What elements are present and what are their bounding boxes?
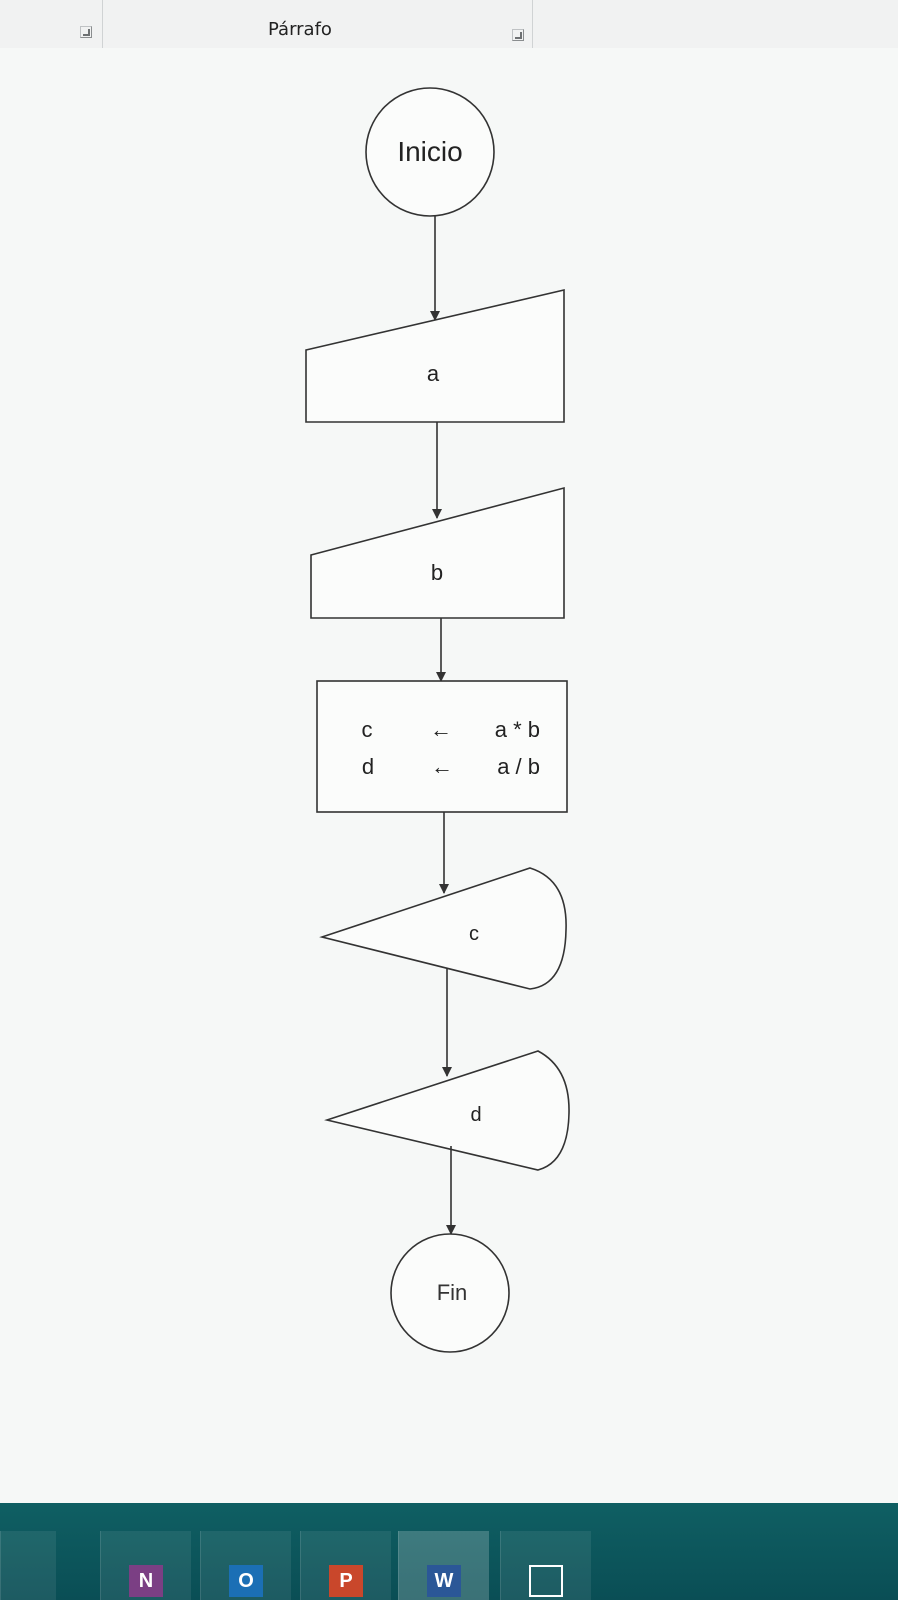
app-icon	[529, 1565, 563, 1597]
process-box	[316, 680, 568, 813]
ribbon-separator	[532, 0, 533, 48]
input-b-label: b	[431, 560, 443, 585]
taskbar-button-app[interactable]	[500, 1531, 591, 1600]
assign-arrow: ←	[431, 754, 453, 779]
dialog-launcher-icon[interactable]	[80, 26, 92, 38]
start-label: Inicio	[397, 136, 462, 167]
taskbar-button[interactable]	[0, 1531, 56, 1600]
taskbar-button-powerpoint[interactable]: P	[300, 1531, 391, 1600]
process-expr-c: a * b	[495, 717, 540, 742]
taskbar: N O P W	[0, 1503, 898, 1600]
process-var-c: c	[362, 717, 373, 742]
dialog-launcher-icon[interactable]	[512, 29, 524, 41]
onenote-icon: N	[129, 1565, 163, 1597]
manual-input-a	[305, 288, 565, 423]
input-a-label: a	[427, 361, 440, 386]
display-d	[324, 1050, 570, 1171]
taskbar-button-word[interactable]: W	[398, 1531, 489, 1600]
process-expr-d: a / b	[497, 754, 540, 779]
taskbar-button-onenote[interactable]: N	[100, 1531, 191, 1600]
taskbar-button-outlook[interactable]: O	[200, 1531, 291, 1600]
end-terminal	[390, 1233, 510, 1353]
display-c	[319, 867, 567, 990]
ribbon-group-label: Párrafo	[268, 19, 332, 40]
manual-input-b	[310, 486, 565, 619]
outlook-icon: O	[229, 1565, 263, 1597]
process-var-d: d	[362, 754, 374, 779]
display-c-label: c	[469, 923, 479, 945]
display-d-label: d	[470, 1104, 481, 1126]
ribbon-separator	[102, 0, 103, 48]
word-icon: W	[427, 1565, 461, 1597]
start-terminal	[365, 87, 495, 217]
powerpoint-icon: P	[329, 1565, 363, 1597]
flowchart: Inicio a b c ← a * b d ← a / b c d Fin	[305, 87, 570, 1353]
assign-arrow: ←	[430, 717, 452, 742]
end-label: Fin	[437, 1280, 468, 1305]
